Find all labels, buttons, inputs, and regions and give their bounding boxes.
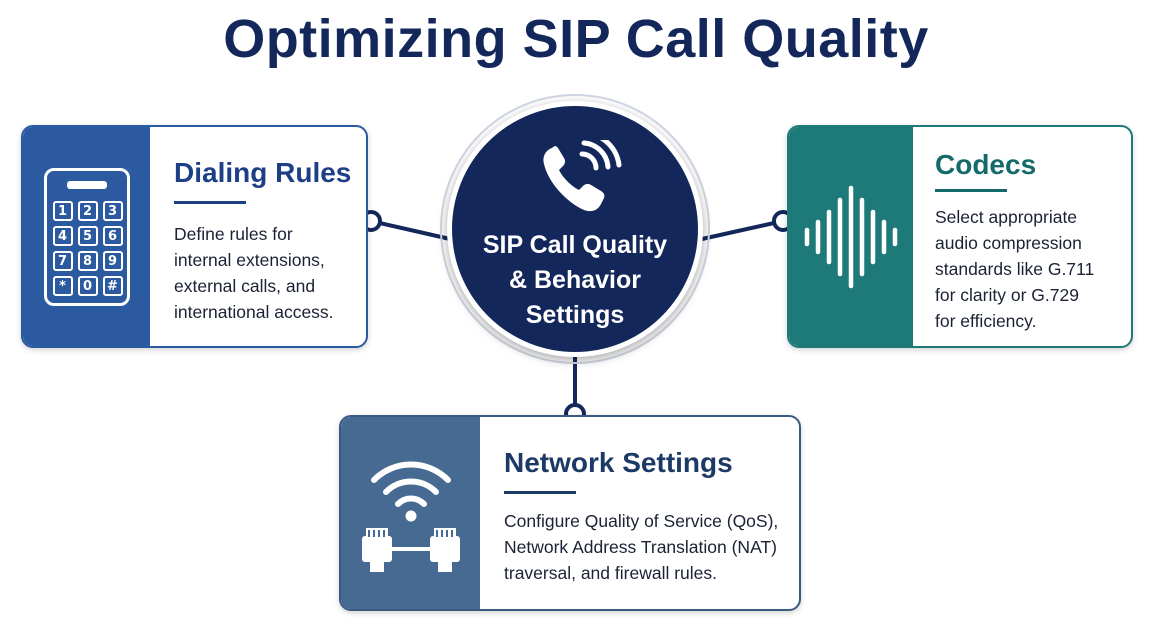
wifi-ethernet-icon: [361, 461, 460, 572]
keypad-key: 8: [77, 250, 98, 271]
keypad-key: 0: [77, 275, 98, 296]
codecs-icon-panel: [789, 127, 913, 346]
network-settings-card: Network Settings Configure Quality of Se…: [339, 415, 801, 611]
dialing-rules-divider: [174, 201, 246, 204]
network-settings-content: Network Settings Configure Quality of Se…: [480, 417, 799, 609]
codecs-content: Codecs Select appropriate audio compress…: [913, 127, 1131, 346]
keypad-key: #: [102, 275, 123, 296]
ethernet-plug-right-icon: [429, 528, 460, 572]
network-settings-title: Network Settings: [504, 447, 733, 478]
network-settings-icon-panel: [341, 417, 480, 609]
network-settings-divider: [504, 491, 576, 494]
page-title: Optimizing SIP Call Quality: [223, 9, 929, 69]
keypad-key: 1: [52, 200, 73, 221]
keypad-key: 3: [102, 200, 123, 221]
dialing-rules-description: Define rules for internal extensions, ex…: [174, 224, 334, 322]
connector-right: [701, 219, 784, 241]
codecs-description: Select appropriate audio compression sta…: [935, 207, 1095, 331]
keypad-key: 6: [102, 225, 123, 246]
keypad-key: 7: [52, 250, 73, 271]
keypad-screen: [66, 180, 107, 189]
hub-label: SIP Call Quality & Behavior Settings: [482, 231, 668, 329]
central-hub: SIP Call Quality & Behavior Settings: [447, 101, 703, 357]
codecs-divider: [935, 189, 1007, 192]
keypad-key: 4: [52, 225, 73, 246]
codecs-card: Codecs Select appropriate audio compress…: [787, 125, 1133, 348]
ethernet-plug-left-icon: [361, 528, 392, 572]
connector-left: [370, 219, 451, 241]
network-settings-description: Configure Quality of Service (QoS), Netw…: [504, 511, 779, 583]
phone-call-icon: [543, 140, 622, 212]
dialing-rules-title: Dialing Rules: [174, 157, 352, 188]
keypad-key: 5: [77, 225, 98, 246]
dialing-rules-content: Dialing Rules Define rules for internal …: [150, 127, 366, 346]
codecs-title: Codecs: [935, 149, 1037, 180]
keypad-key: 9: [102, 250, 123, 271]
hub-outer-ring: [440, 94, 710, 364]
keypad-key: 2: [77, 200, 98, 221]
audio-waveform-icon: [804, 185, 898, 288]
keypad-key: *: [52, 275, 73, 296]
